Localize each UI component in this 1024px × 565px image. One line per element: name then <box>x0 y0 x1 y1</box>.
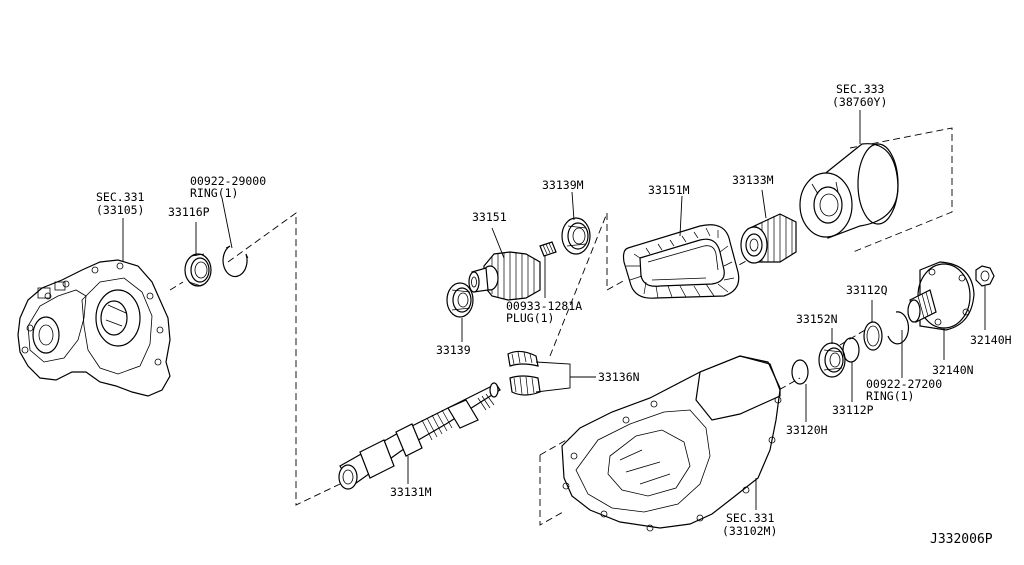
label-33151m: 33151M <box>648 183 690 197</box>
seal-33112q-part <box>863 321 883 351</box>
bearing-33116p-part <box>184 253 212 287</box>
transfer-drum-sec333-part <box>799 143 899 239</box>
label-ring1-b: RING(1) <box>866 389 914 403</box>
rear-case-part <box>561 355 782 532</box>
leader-lines <box>122 110 986 510</box>
plug-00933-1281a-part <box>539 241 557 257</box>
label-33139: 33139 <box>436 343 471 357</box>
label-sec331-front-title: SEC.331 <box>96 190 145 204</box>
label-33136n: 33136N <box>598 370 640 384</box>
nut-32140h-part <box>975 265 995 287</box>
front-case-part <box>17 259 171 397</box>
label-sec333-sub: (38760Y) <box>832 95 887 109</box>
label-sec333-title: SEC.333 <box>836 82 885 96</box>
label-33116p: 33116P <box>168 205 210 219</box>
needle-bearing-33136n-part <box>507 350 541 396</box>
bearing-33139m-part <box>561 217 591 255</box>
label-33133m: 33133M <box>732 173 774 187</box>
ring-33120h-part <box>791 359 809 385</box>
label-plug1: PLUG(1) <box>506 311 554 325</box>
label-sec331-front-sub: (33105) <box>96 203 144 217</box>
part-labels: SEC.331 (33105) 33116P 00922-29000 RING(… <box>96 82 1012 547</box>
label-00933-1281a: 00933-1281A <box>506 299 582 313</box>
snap-ring-00922-29000-part <box>222 245 249 278</box>
label-ring1-a: RING(1) <box>190 186 238 200</box>
label-33151: 33151 <box>472 210 507 224</box>
washer-33112p-part <box>842 337 860 363</box>
flange-32140n-part <box>907 261 975 331</box>
label-33112p: 33112P <box>832 403 874 417</box>
label-33120h: 33120H <box>786 423 828 437</box>
label-33112q: 33112Q <box>846 283 888 297</box>
bearing-33152n-part <box>818 342 846 378</box>
label-32140h: 32140H <box>970 333 1012 347</box>
label-33139m: 33139M <box>542 178 584 192</box>
sprocket-33133m-part <box>740 213 797 264</box>
drive-chain-33151m-part <box>622 224 740 299</box>
diagram-code: J332006P <box>930 532 993 547</box>
label-33152n: 33152N <box>796 312 838 326</box>
label-33131m: 33131M <box>390 485 432 499</box>
label-sec331-rear-sub: (33102M) <box>722 524 777 538</box>
label-sec331-rear-title: SEC.331 <box>726 511 775 525</box>
snap-ring-00922-27200-part <box>887 311 910 345</box>
gear-33151-part <box>468 251 541 301</box>
label-32140n: 32140N <box>932 363 974 377</box>
bearing-33139-part <box>446 282 474 318</box>
label-00922-29000: 00922-29000 <box>190 174 266 188</box>
mainshaft-33131m-part <box>338 382 501 490</box>
label-00922-27200: 00922-27200 <box>866 377 942 391</box>
